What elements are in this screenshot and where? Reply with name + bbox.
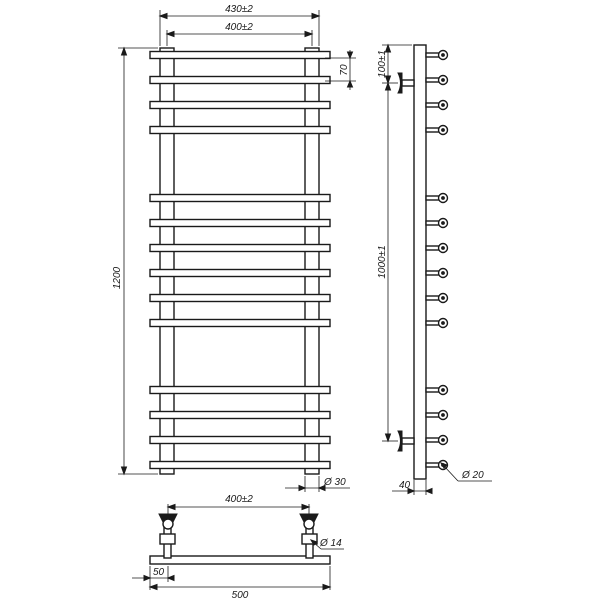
right-bracket [299, 513, 319, 559]
side-rungs [425, 49, 449, 471]
dim-rung-pitch-label: 70 [339, 64, 350, 76]
bottom-wall-mount [397, 430, 415, 452]
dim-bracket-diameter-label: Ø 14 [319, 538, 342, 549]
rung [149, 100, 331, 110]
side-rung [425, 49, 449, 61]
side-rung [425, 192, 449, 204]
top-view-bar [149, 555, 331, 565]
dim-offset-label: 50 [153, 567, 165, 578]
side-rung [425, 409, 449, 421]
rung [149, 125, 331, 135]
dim-top-offset: 100±1 [377, 43, 412, 85]
dim-depth-label: 40 [399, 480, 411, 491]
side-rung [425, 384, 449, 396]
dim-height: 1200 [112, 46, 158, 476]
side-rung [425, 434, 449, 446]
left-bracket [158, 513, 178, 559]
rung [149, 75, 331, 85]
side-view: 100±1 1000±1 40 Ø 20 [377, 43, 492, 495]
rung [149, 385, 331, 395]
rung [149, 435, 331, 445]
dim-post-diameter: Ø 30 [285, 476, 350, 492]
dim-inner-width-label: 400±2 [225, 22, 253, 33]
dim-rung-pitch: 70 [325, 50, 356, 90]
top-wall-mount [397, 72, 415, 94]
side-rung [425, 267, 449, 279]
dim-inner-width: 400±2 [165, 22, 314, 46]
rung [149, 460, 331, 470]
dim-depth: 40 [392, 480, 433, 495]
side-rung [425, 317, 449, 329]
dim-overall-width-label: 430±2 [225, 4, 253, 15]
side-post [413, 44, 427, 480]
dim-mount-spacing: 1000±1 [377, 81, 398, 443]
rungs [149, 50, 331, 470]
dim-rung-diameter: Ø 20 [439, 462, 492, 482]
rung [149, 243, 331, 253]
side-rung [425, 217, 449, 229]
dim-mount-spacing-label: 1000±1 [377, 245, 388, 278]
side-rung [425, 242, 449, 254]
dim-mount-width: 400±2 [166, 494, 311, 514]
rung [149, 218, 331, 228]
dim-bracket-diameter: Ø 14 [309, 538, 344, 550]
rung [149, 193, 331, 203]
rung [149, 293, 331, 303]
rung [149, 410, 331, 420]
front-view: 430±2 400±2 1200 70 [112, 4, 356, 492]
left-post [159, 47, 175, 475]
dim-offset: 50 [132, 566, 175, 590]
dim-mount-width-label: 400±2 [225, 494, 253, 505]
right-post [304, 47, 320, 475]
dim-height-label: 1200 [112, 266, 123, 289]
dim-total-width: 500 [148, 566, 332, 600]
rung [149, 318, 331, 328]
side-rung [425, 124, 449, 136]
dim-post-diameter-label: Ø 30 [323, 477, 346, 488]
rung [149, 268, 331, 278]
dim-overall-width: 430±2 [158, 4, 321, 46]
side-rung [425, 292, 449, 304]
side-rung [425, 74, 449, 86]
dim-total-width-label: 500 [232, 590, 249, 600]
side-rung [425, 99, 449, 111]
rung [149, 50, 331, 60]
dim-rung-diameter-label: Ø 20 [461, 470, 484, 481]
top-view: 400±2 Ø 14 50 500 [132, 494, 344, 600]
dim-top-offset-label: 100±1 [377, 50, 388, 78]
